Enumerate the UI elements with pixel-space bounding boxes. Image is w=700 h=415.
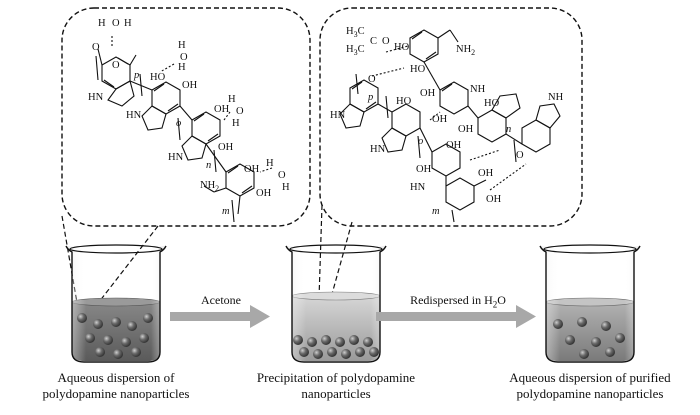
beaker-3-caption-line2: polydopamine nanoparticles	[516, 386, 664, 401]
left-structure-panel	[61, 7, 311, 227]
svg-text:O: O	[368, 74, 376, 85]
svg-text:OH: OH	[416, 164, 432, 175]
arrow-1-label-text: Acetone	[201, 293, 241, 307]
beaker-1-particles	[77, 313, 153, 359]
beaker-2-rim	[289, 244, 383, 254]
beaker-3-glass	[539, 245, 641, 363]
svg-text:HN: HN	[88, 92, 104, 103]
arrow-2-label-tail: O	[497, 293, 506, 307]
svg-text:HN: HN	[168, 152, 184, 163]
svg-text:OH: OH	[458, 124, 474, 135]
svg-text:H: H	[266, 158, 274, 169]
svg-text:C: C	[370, 36, 377, 47]
beaker-3-rim	[543, 244, 637, 254]
right-molecule	[339, 29, 561, 223]
svg-text:p: p	[367, 92, 373, 103]
svg-text:H: H	[98, 18, 106, 29]
svg-text:HO: HO	[394, 42, 410, 53]
svg-text:m: m	[222, 206, 230, 217]
svg-text:OH: OH	[218, 142, 234, 153]
beaker-2	[285, 244, 387, 363]
svg-text:H: H	[282, 182, 290, 193]
arrow-2	[376, 305, 536, 328]
right-structure-panel	[319, 7, 583, 227]
callout-line-left-a	[61, 215, 81, 321]
svg-text:OH: OH	[182, 80, 198, 91]
svg-text:o: o	[418, 136, 423, 147]
svg-text:OH: OH	[478, 168, 494, 179]
beaker-3-caption-line1: Aqueous dispersion of purified	[509, 370, 671, 385]
svg-text:HN: HN	[370, 144, 386, 155]
svg-text:HN: HN	[126, 110, 142, 121]
svg-text:O: O	[236, 106, 244, 117]
svg-text:HO: HO	[484, 98, 500, 109]
svg-text:H3C: H3C	[346, 26, 365, 39]
svg-text:NH: NH	[470, 84, 486, 95]
svg-text:O: O	[278, 170, 286, 181]
svg-text:OH: OH	[486, 194, 502, 205]
svg-text:NH: NH	[548, 92, 564, 103]
svg-text:O: O	[516, 150, 524, 161]
beaker-1-caption-line1: Aqueous dispersion of	[57, 370, 175, 385]
svg-text:H: H	[228, 94, 236, 105]
svg-text:o: o	[176, 118, 181, 129]
arrow-2-label-text: Redispersed in H	[410, 293, 493, 307]
svg-text:O: O	[382, 36, 390, 47]
svg-text:HO: HO	[410, 64, 426, 75]
beaker-2-caption-line1: Precipitation of polydopamine	[256, 370, 416, 385]
left-molecule-labels: H O H O O HN p H H O HO OH HN o H O H OH…	[88, 18, 290, 217]
svg-text:O: O	[112, 18, 120, 29]
svg-text:HO: HO	[150, 72, 166, 83]
svg-text:HN: HN	[410, 182, 426, 193]
svg-text:HO: HO	[396, 96, 412, 107]
beaker-2-particles	[293, 335, 379, 359]
beaker-2-caption: Precipitation of polydopamine nanopartic…	[238, 370, 434, 402]
svg-text:O: O	[92, 42, 100, 53]
svg-text:p: p	[133, 70, 139, 81]
svg-text:OH: OH	[446, 140, 462, 151]
right-molecule-labels: H3C H3C C O HO NH2 O HO OH HN p HO OH OH…	[330, 26, 564, 217]
beaker-1-glass	[65, 245, 167, 363]
svg-text:n: n	[206, 160, 211, 171]
svg-text:H3C: H3C	[346, 44, 365, 57]
svg-text:n: n	[506, 124, 511, 135]
svg-text:OH: OH	[244, 164, 260, 175]
svg-text:NH2: NH2	[456, 44, 475, 57]
left-molecule	[95, 36, 273, 223]
svg-text:OH: OH	[256, 188, 272, 199]
svg-text:H: H	[124, 18, 132, 29]
beaker-3	[539, 244, 641, 363]
svg-text:H: H	[232, 118, 240, 129]
svg-text:H: H	[178, 62, 186, 73]
svg-text:OH: OH	[432, 114, 448, 125]
arrow-1-label: Acetone	[176, 293, 266, 308]
svg-text:OH: OH	[214, 104, 230, 115]
beaker-1-caption: Aqueous dispersion of polydopamine nanop…	[24, 370, 208, 402]
svg-text:H: H	[178, 40, 186, 51]
svg-text:HN: HN	[330, 110, 346, 121]
beaker-3-particles	[553, 317, 625, 359]
beaker-3-caption: Aqueous dispersion of purified polydopam…	[488, 370, 692, 402]
beaker-1-rim	[69, 244, 163, 254]
beaker-1-caption-line2: polydopamine nanoparticles	[42, 386, 190, 401]
svg-text:OH: OH	[420, 88, 436, 99]
svg-text:NH2: NH2	[200, 180, 219, 193]
svg-text:m: m	[432, 206, 440, 217]
arrow-2-label: Redispersed in H2O	[388, 293, 528, 309]
svg-text:O: O	[112, 60, 120, 71]
beaker-2-caption-line2: nanoparticles	[301, 386, 371, 401]
arrow-1	[170, 305, 270, 328]
arrow-2-label-subscript: 2	[492, 299, 498, 310]
beaker-1	[65, 244, 167, 363]
beaker-2-glass	[285, 245, 387, 363]
svg-text:O: O	[180, 52, 188, 63]
